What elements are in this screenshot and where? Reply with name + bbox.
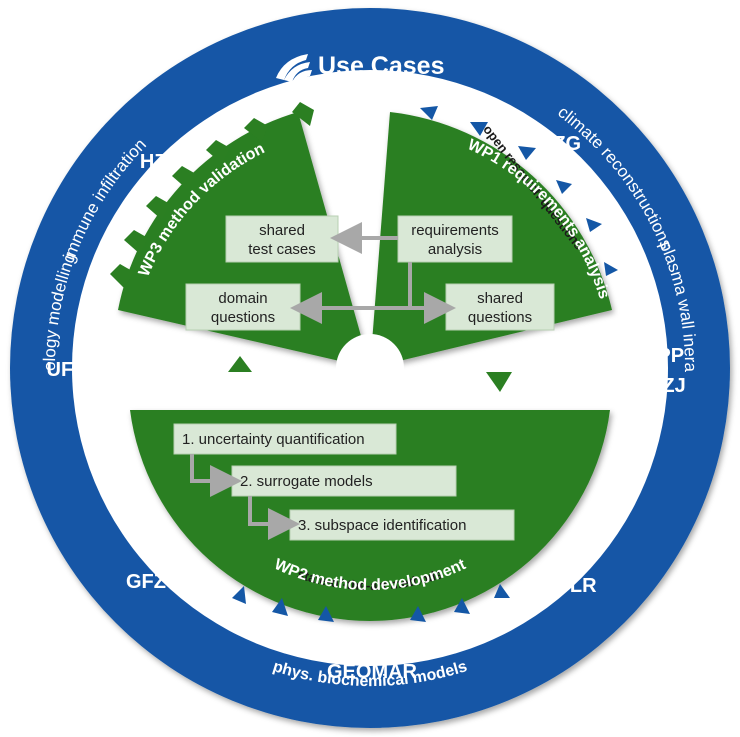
wp1-tooth xyxy=(486,372,512,392)
step3-text: 3. subspace identification xyxy=(298,517,466,534)
step2-text: 2. surrogate models xyxy=(240,473,373,490)
requirements-line1: requirements xyxy=(411,222,499,239)
label-gfz: GFZ xyxy=(126,571,166,593)
box-step1 xyxy=(173,423,397,455)
title-text: Use Cases xyxy=(318,52,444,80)
shared-questions-line2: questions xyxy=(468,309,532,326)
requirements-line2: analysis xyxy=(428,241,482,258)
label-hzg: HZG xyxy=(539,133,581,155)
label-ufz: UFZ xyxy=(47,359,86,381)
domain-line2: questions xyxy=(211,309,275,326)
logo-icon xyxy=(276,54,312,84)
box-shared-questions xyxy=(445,283,555,331)
label-fzj: FZJ xyxy=(650,375,686,397)
label-dlr: DLR xyxy=(555,575,597,597)
box-shared-test-cases xyxy=(225,215,339,263)
wp1-notches xyxy=(420,106,618,276)
wp2-notches xyxy=(232,584,510,622)
wp2-arrows xyxy=(190,454,300,540)
shared-tests-line2: test cases xyxy=(248,241,316,258)
label-ipp: IPP xyxy=(652,345,684,367)
title-group: Use Cases xyxy=(276,52,444,84)
shared-questions-line1: shared xyxy=(477,290,523,307)
box-requirements-analysis xyxy=(397,215,513,263)
box-step3 xyxy=(289,509,515,541)
wp3-teeth xyxy=(110,102,314,372)
domain-line1: domain xyxy=(218,290,267,307)
box-step2 xyxy=(231,465,457,497)
label-hzi: HZI xyxy=(140,151,172,173)
step1-text: 1. uncertainty quantification xyxy=(182,431,365,448)
box-domain-questions xyxy=(185,283,301,331)
shared-tests-line1: shared xyxy=(259,222,305,239)
center-hub xyxy=(336,334,404,402)
label-geomar: GEOMAR xyxy=(327,661,418,683)
wp-arrows xyxy=(290,222,456,324)
